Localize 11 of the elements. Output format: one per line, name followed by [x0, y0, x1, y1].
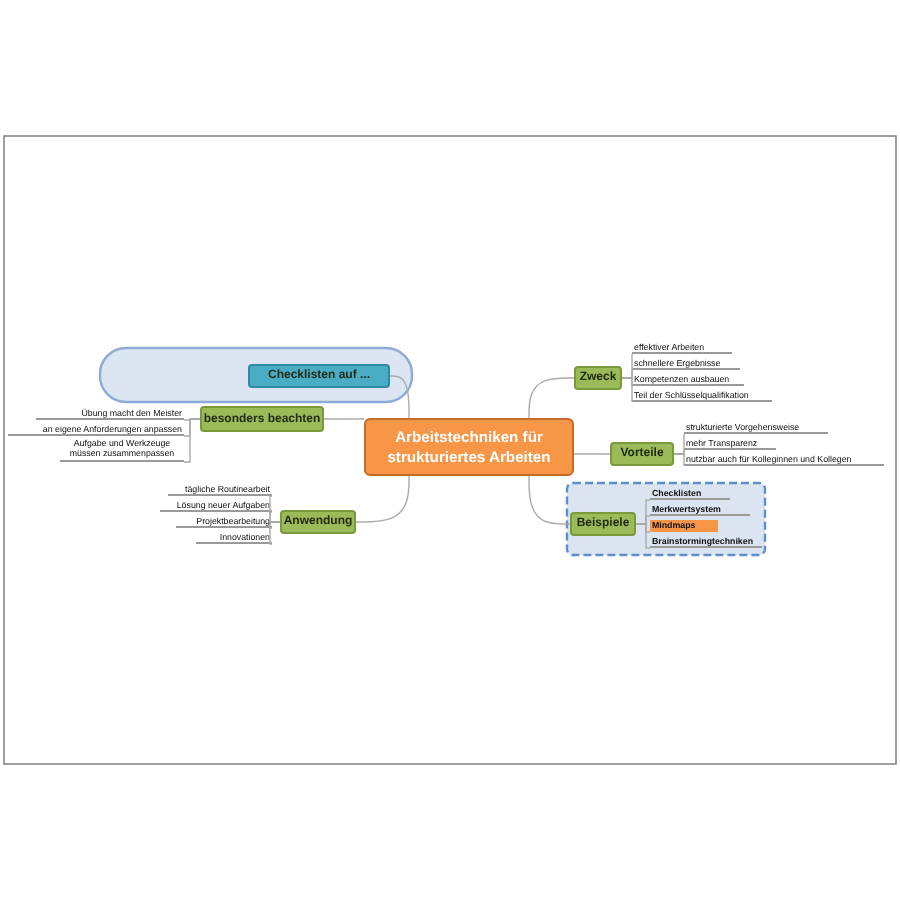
connector-line — [635, 523, 651, 549]
connector-line — [269, 521, 281, 545]
connector-line — [573, 453, 611, 455]
connector-line — [389, 375, 410, 419]
connector-line — [323, 418, 365, 420]
connector-line — [528, 377, 575, 419]
connector-line — [673, 453, 685, 467]
connector-line — [355, 475, 410, 523]
connector-line — [621, 377, 633, 403]
connector-line — [183, 418, 201, 463]
connector-line — [528, 475, 571, 525]
